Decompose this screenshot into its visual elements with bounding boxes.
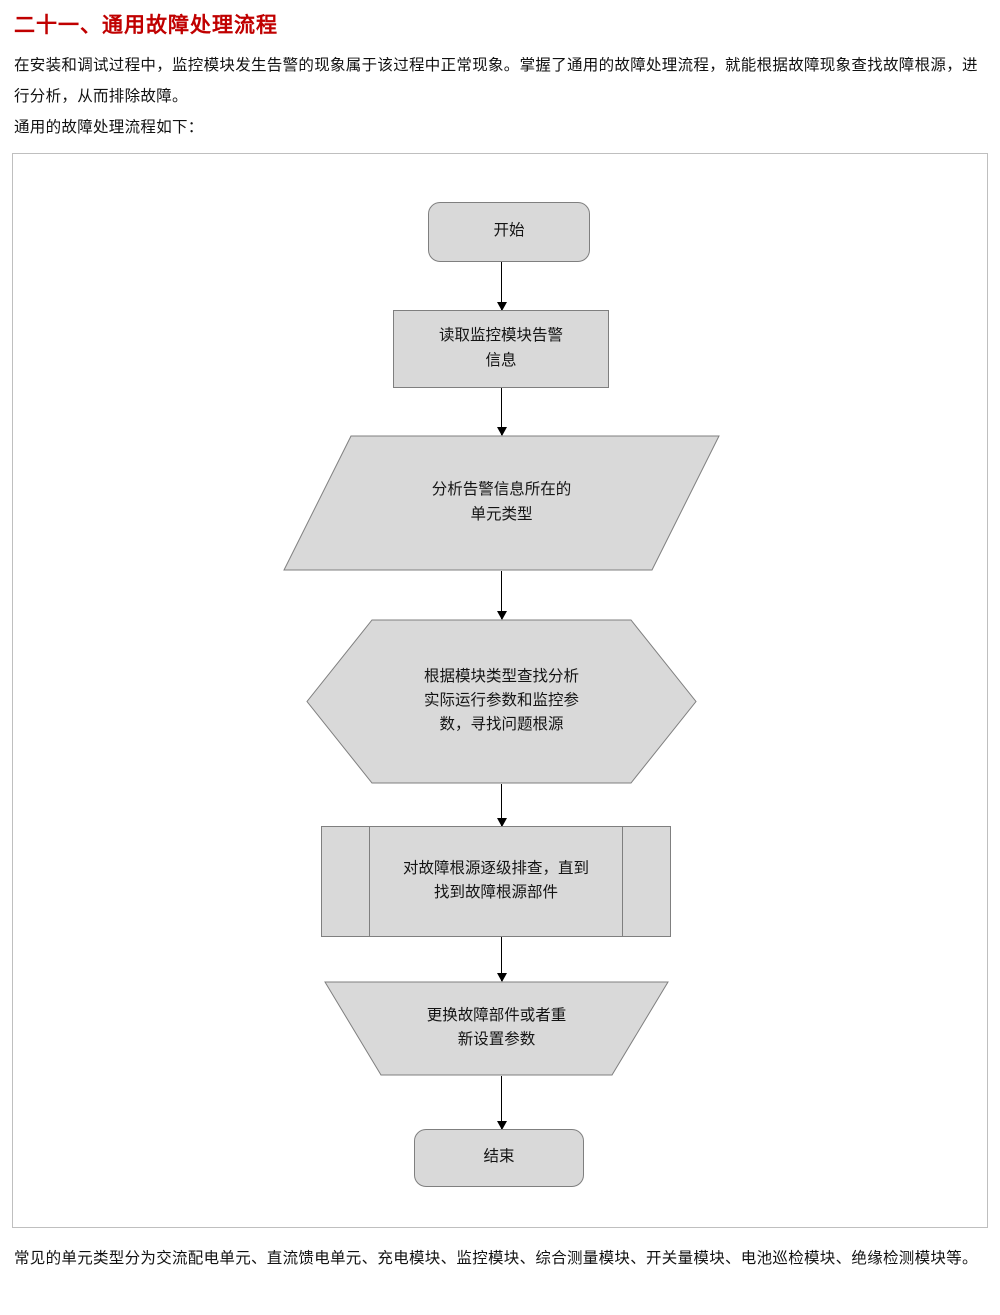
predefined-left-bar — [369, 825, 370, 937]
trapezoid-shape — [324, 981, 669, 1075]
outro-text: 常见的单元类型分为交流配电单元、直流馈电单元、充电模块、监控模块、综合测量模块、… — [14, 1243, 990, 1274]
flowchart-container: 开始 读取监控模块告警 信息 分析告警信息所在的 单元类型 根据模块类型查找分析… — [12, 152, 988, 1228]
document-page: 二十一、通用故障处理流程 在安装和调试过程中，监控模块发生告警的现象属于该过程中… — [0, 10, 1000, 1315]
flow-node-read-alarm-label: 读取监控模块告警 信息 — [438, 327, 563, 369]
intro-text: 在安装和调试过程中，监控模块发生告警的现象属于该过程中正常现象。掌握了通用的故障… — [14, 50, 990, 143]
flow-node-troubleshoot: 对故障根源逐级排查，直到 找到故障根源部件 — [321, 825, 671, 937]
flow-node-troubleshoot-label: 对故障根源逐级排查，直到 找到故障根源部件 — [402, 859, 589, 901]
flow-node-read-alarm: 读取监控模块告警 信息 — [393, 309, 609, 388]
predefined-right-bar — [622, 825, 623, 937]
flow-node-replace-part: 更换故障部件或者重 新设置参数 — [324, 981, 669, 1076]
intro-paragraph-1: 在安装和调试过程中，监控模块发生告警的现象属于该过程中正常现象。掌握了通用的故障… — [14, 56, 978, 105]
flow-node-find-root-label: 根据模块类型查找分析 实际运行参数和监控参 数，寻找问题根源 — [423, 667, 579, 733]
flow-node-analyze-unit: 分析告警信息所在的 单元类型 — [283, 435, 720, 571]
flow-node-find-root: 根据模块类型查找分析 实际运行参数和监控参 数，寻找问题根源 — [306, 619, 697, 784]
flow-arrow-analyze-to-root — [496, 570, 507, 620]
outro-paragraph: 常见的单元类型分为交流配电单元、直流馈电单元、充电模块、监控模块、综合测量模块、… — [14, 1250, 978, 1267]
flow-arrow-troubleshoot-to-replace — [496, 936, 507, 982]
flow-node-start: 开始 — [428, 201, 590, 262]
flow-arrow-read-to-analyze — [496, 387, 507, 436]
flow-node-end-label: 结束 — [483, 1148, 515, 1166]
flow-arrow-root-to-troubleshoot — [496, 783, 507, 827]
flow-node-end: 结束 — [414, 1128, 584, 1187]
hexagon-shape — [306, 619, 697, 783]
flow-node-start-label: 开始 — [493, 222, 525, 240]
flow-node-analyze-unit-label: 分析告警信息所在的 单元类型 — [431, 481, 572, 523]
flow-arrow-replace-to-end — [496, 1075, 507, 1130]
intro-paragraph-2: 通用的故障处理流程如下： — [14, 118, 204, 136]
flow-arrow-start-to-read — [496, 261, 507, 311]
parallelogram-shape — [283, 435, 720, 570]
page-title: 二十一、通用故障处理流程 — [14, 14, 278, 37]
flow-node-replace-part-label: 更换故障部件或者重 新设置参数 — [426, 1006, 567, 1048]
